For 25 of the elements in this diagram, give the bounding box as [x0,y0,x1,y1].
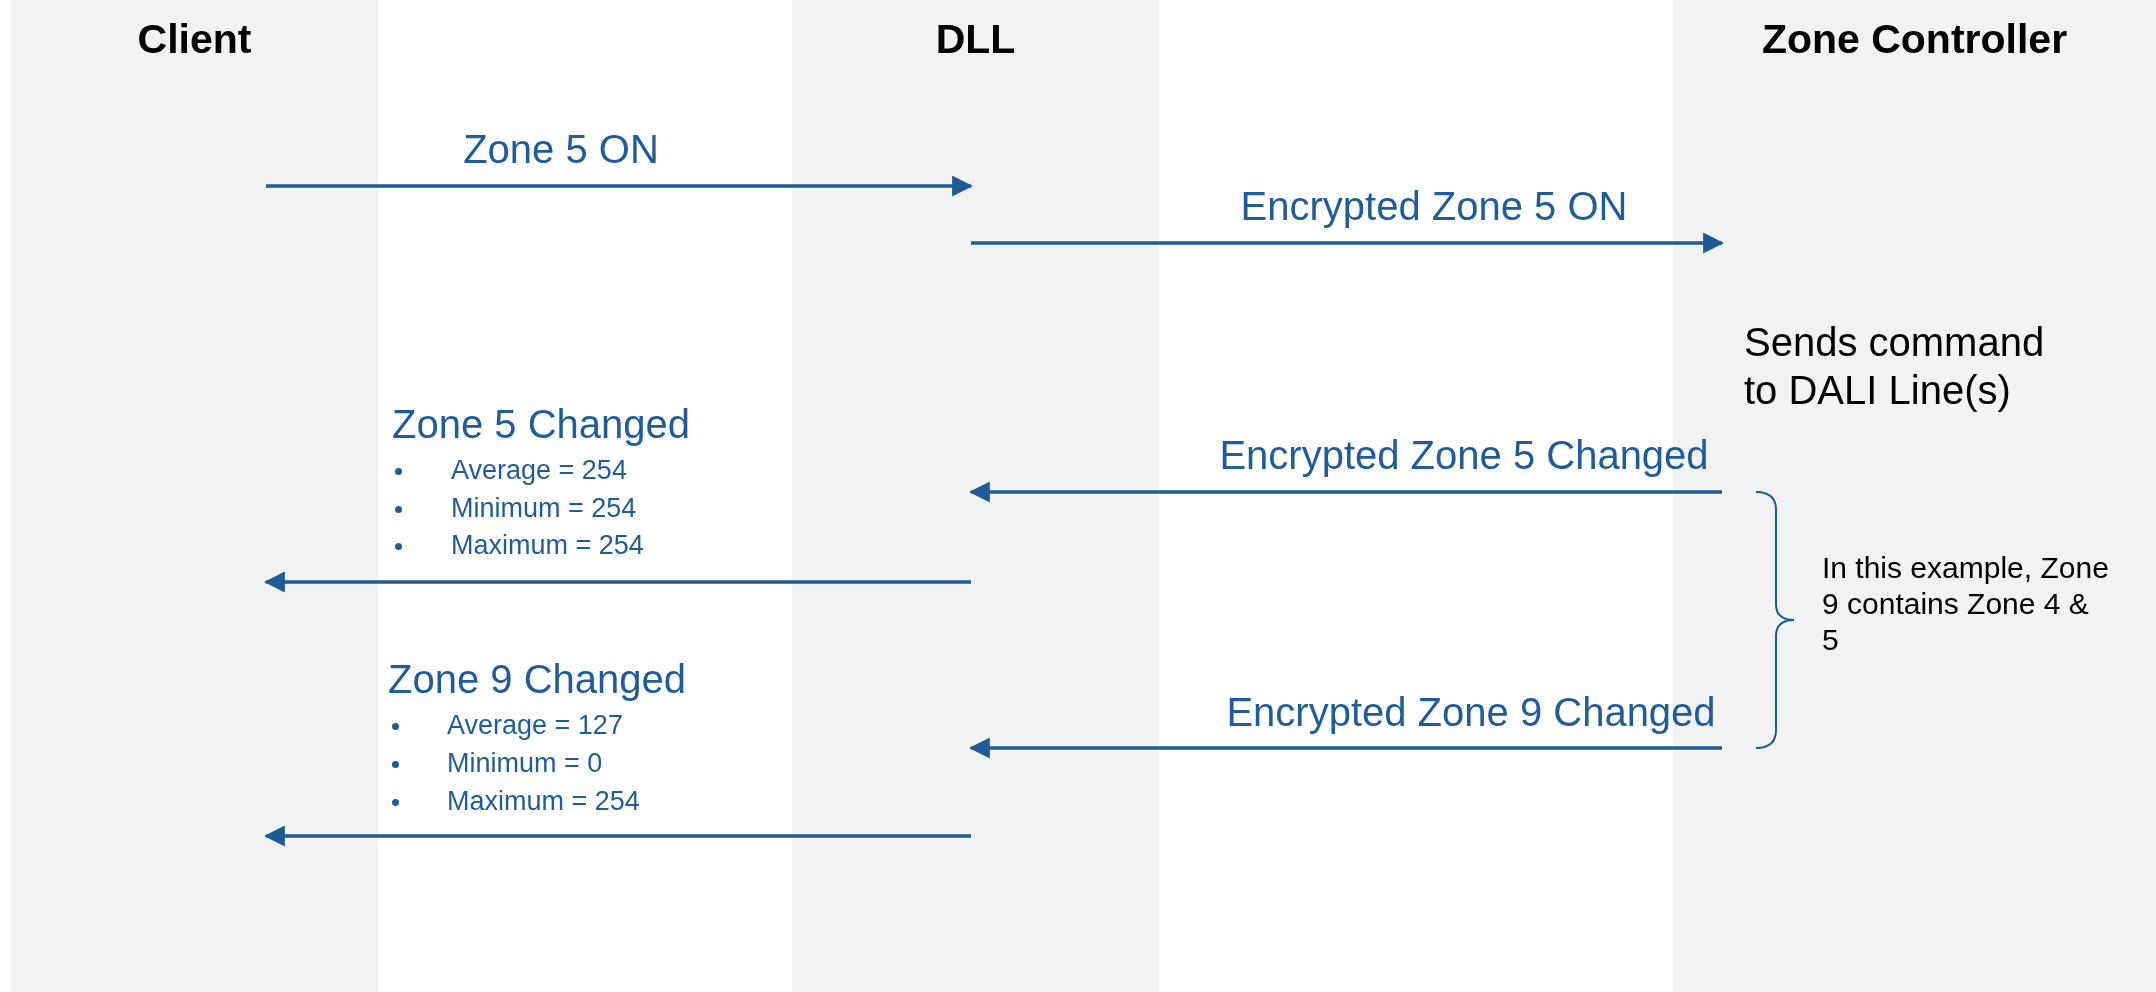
bullet-text: Average = 127 [447,710,623,741]
swimlane-band [11,0,378,992]
arrow [263,571,971,593]
edge-label: Zone 9 Changed [388,657,686,702]
bullet-text: Minimum = 0 [447,748,603,779]
lane-heading: DLL [934,16,1017,63]
swimlane-band [792,0,1159,992]
bullet-text: Maximum = 254 [447,786,640,817]
arrow [971,232,1725,254]
edge-label: Encrypted Zone 5 ON [1240,184,1628,229]
note-text: In this example, Zone 9 contains Zone 4 & 5 [1822,550,2110,658]
edge-label: Zone 5 ON [463,127,659,172]
arrow [968,481,1722,503]
bullet-text: Minimum = 254 [451,493,637,524]
note-text: Sends command to DALI Line(s) [1744,319,2046,414]
edge-label: Encrypted Zone 9 Changed [1226,690,1716,735]
bullet-text: Average = 254 [451,455,627,486]
bullet-text: Maximum = 254 [451,530,644,561]
arrow [968,737,1722,759]
arrow [263,825,971,847]
edge-label: Zone 5 Changed [392,402,690,447]
edge-label: Encrypted Zone 5 Changed [1219,433,1709,478]
lane-heading: Zone Controller [1760,16,2069,63]
arrow [266,175,974,197]
lane-heading: Client [136,16,253,63]
